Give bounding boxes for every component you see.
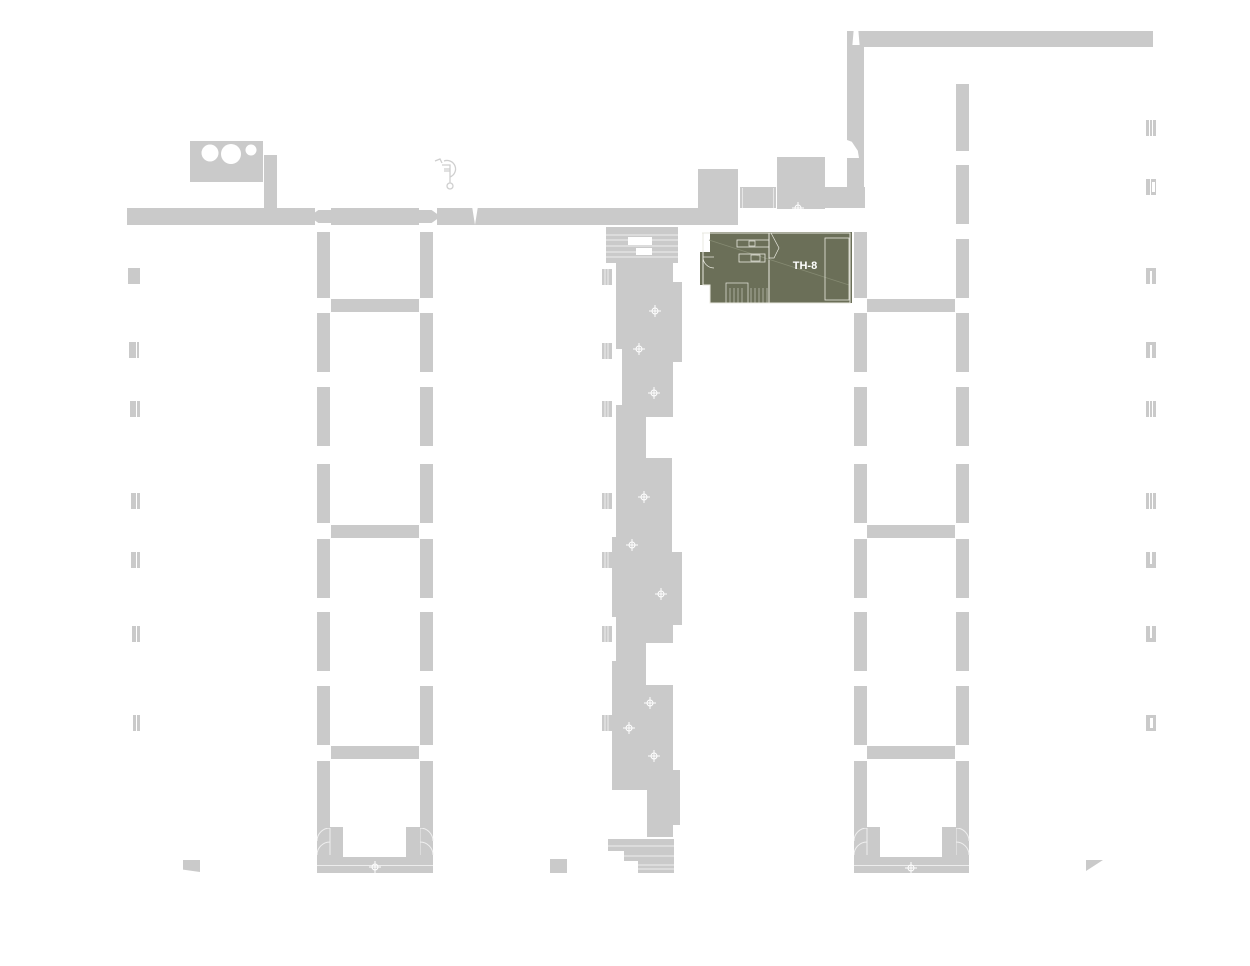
corridor-notch-1 (313, 210, 331, 223)
east-window-9 (1146, 715, 1156, 731)
planter-circles-icon (190, 141, 263, 182)
lw-wall-7 (317, 686, 330, 745)
ne-band-notch (852, 31, 860, 45)
le-wall-5 (420, 539, 433, 598)
crosshair-marker-icon (648, 750, 660, 762)
corridor-notch-3 (466, 208, 484, 225)
corridor-notch-2 (419, 210, 437, 223)
le-wall-3 (420, 387, 433, 446)
l-party-wall-2 (331, 525, 419, 538)
re-wall-5 (956, 539, 969, 598)
west-window-2 (129, 342, 139, 358)
ne-top-band-dashes (864, 40, 1153, 52)
re-wall-3 (956, 387, 969, 446)
re-wall-4 (956, 464, 969, 523)
le-wall-4 (420, 464, 433, 523)
l-party-wall-3 (331, 746, 419, 759)
r-party-wall-2 (867, 525, 955, 538)
crosshair-marker-icon (633, 343, 645, 355)
r-door-swing-left (853, 827, 868, 856)
lw-wall-4 (317, 464, 330, 523)
rw-wall-1 (854, 232, 867, 298)
north-block-b (740, 187, 776, 208)
west-window-5 (130, 552, 140, 568)
north-block-d (825, 187, 865, 208)
rw-wall-8 (854, 761, 867, 829)
crosshair-marker-icon (626, 539, 638, 551)
north-block-c (777, 157, 825, 209)
le-wall-1 (420, 232, 433, 298)
planter-post (264, 147, 277, 209)
rw-wall-2 (854, 313, 867, 372)
l-door-swing-right (419, 827, 434, 856)
crosshair-marker-icon (369, 861, 381, 873)
wheelchair-icon (432, 157, 460, 191)
east-window-8 (1146, 626, 1156, 642)
r-party-wall-1 (867, 299, 955, 312)
lw-wall-5 (317, 539, 330, 598)
crosshair-marker-icon (638, 491, 650, 503)
north-corridor-mid3 (484, 208, 729, 225)
s-mid-mark (550, 859, 567, 873)
west-window-7 (130, 715, 140, 731)
le-wall-8 (420, 761, 433, 829)
rw-wall-7 (854, 686, 867, 745)
re-wall-0 (956, 84, 969, 151)
re-wall-7 (956, 686, 969, 745)
east-window-6 (1146, 493, 1156, 509)
sw-corner-mark (183, 860, 200, 872)
east-window-5 (1146, 401, 1156, 417)
east-window-2 (1146, 179, 1156, 195)
ne-vertical-wall (847, 33, 864, 187)
rw-wall-4 (854, 464, 867, 523)
re-wall-00 (956, 165, 969, 224)
se-corner-mark (1086, 860, 1103, 871)
rw-wall-5 (854, 539, 867, 598)
l-party-wall-1 (331, 299, 419, 312)
north-corridor-mid2 (437, 208, 467, 225)
lw-wall-1 (317, 232, 330, 298)
east-window-3 (1146, 268, 1156, 284)
re-wall-1 (956, 239, 969, 298)
ne-top-band (847, 31, 1153, 47)
west-window-6 (130, 626, 140, 642)
lw-wall-2 (317, 313, 330, 372)
west-window-1 (128, 268, 140, 284)
east-window-7 (1146, 552, 1156, 568)
re-wall-2 (956, 313, 969, 372)
le-wall-7 (420, 686, 433, 745)
north-corridor-mid1 (331, 208, 419, 225)
west-window-3 (130, 401, 140, 417)
re-wall-6 (956, 612, 969, 671)
crosshair-marker-icon (644, 697, 656, 709)
r-party-wall-3 (867, 746, 955, 759)
lw-wall-8 (317, 761, 330, 829)
central-courtyard-spine (600, 225, 700, 875)
le-wall-6 (420, 612, 433, 671)
north-corridor-left (127, 208, 315, 225)
planter-post-cap (264, 141, 277, 155)
le-wall-2 (420, 313, 433, 372)
north-block-a (698, 169, 738, 225)
re-wall-8 (956, 761, 969, 829)
crosshair-marker-icon (649, 305, 661, 317)
west-window-4 (130, 493, 140, 509)
east-window-1 (1146, 120, 1156, 136)
l-door-swing-left (316, 827, 331, 856)
crosshair-marker-icon (648, 387, 660, 399)
crosshair-marker-icon (655, 588, 667, 600)
north-block-divider-2 (773, 188, 774, 208)
north-block-divider-1 (742, 188, 743, 208)
lw-wall-6 (317, 612, 330, 671)
rw-wall-6 (854, 612, 867, 671)
r-door-swing-right (955, 827, 970, 856)
unit-th-8[interactable] (699, 230, 853, 306)
rw-wall-3 (854, 387, 867, 446)
crosshair-marker-icon (905, 862, 917, 874)
lw-wall-3 (317, 387, 330, 446)
east-window-4 (1146, 342, 1156, 358)
crosshair-marker-icon (792, 202, 804, 214)
crosshair-marker-icon (623, 722, 635, 734)
